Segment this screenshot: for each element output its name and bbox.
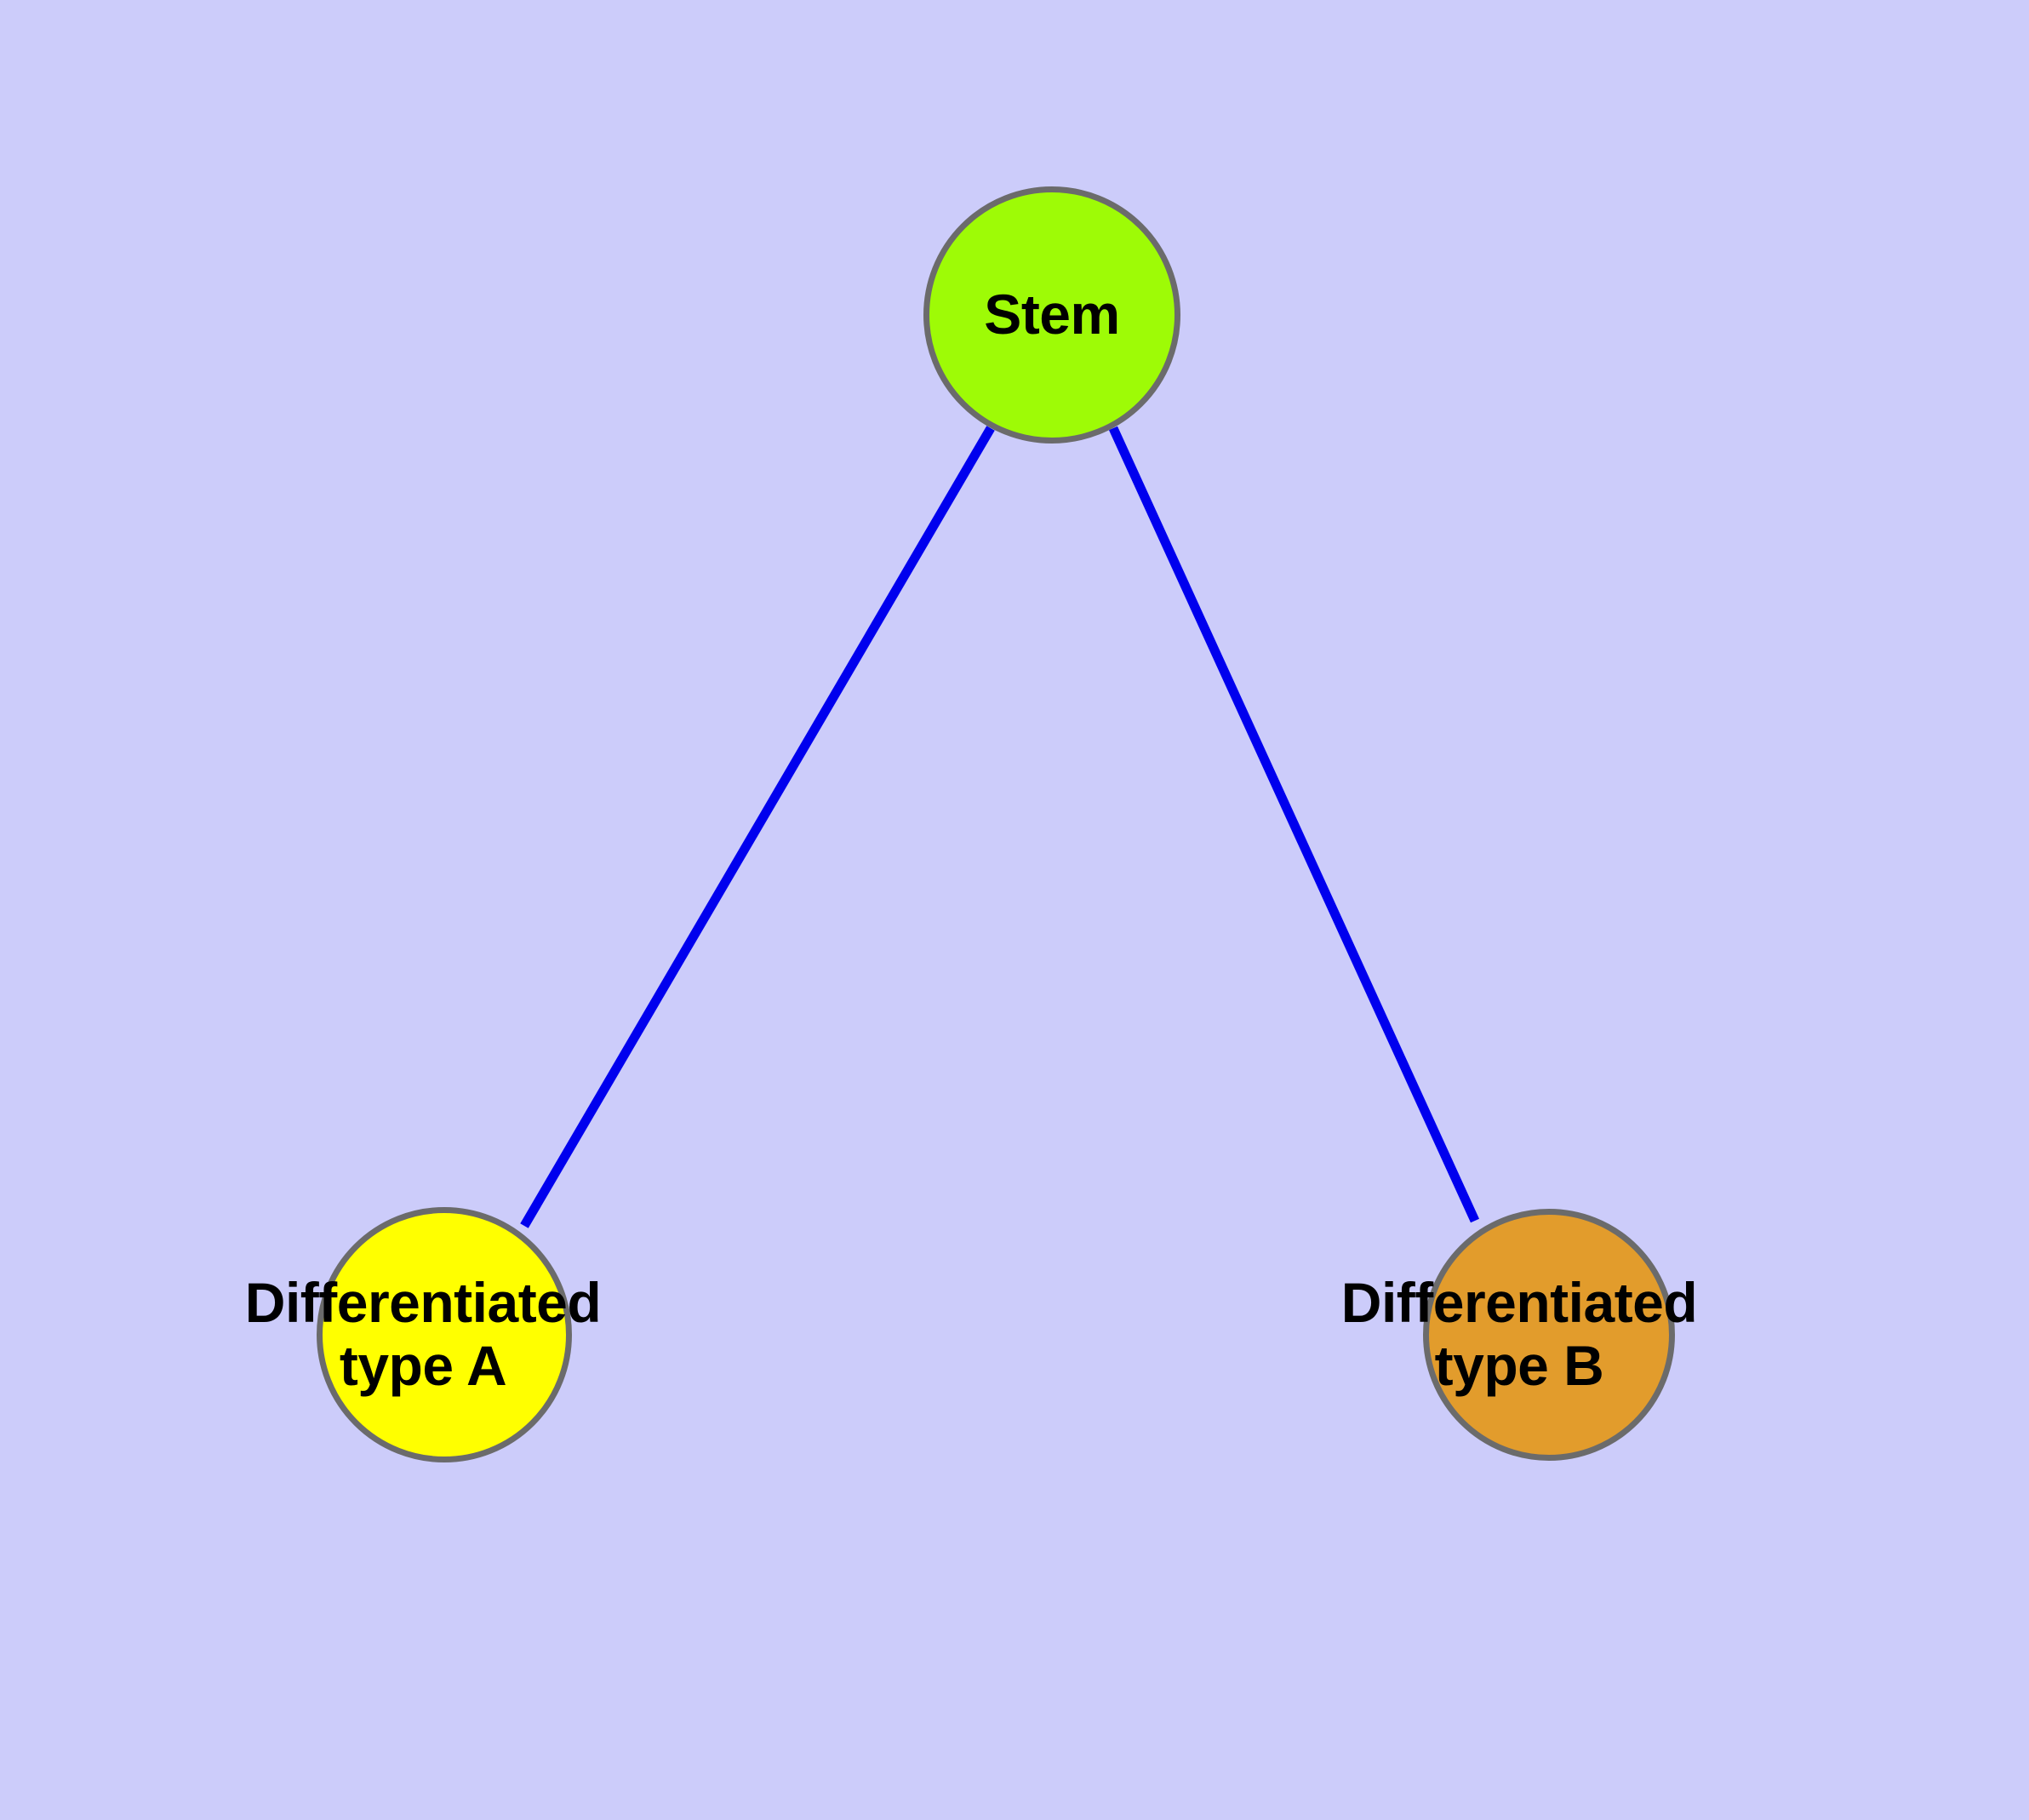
node-differentiated-type-b[interactable] xyxy=(1423,1209,1675,1461)
edge-stem-to-differentiated-type-b[interactable] xyxy=(1108,426,1480,1223)
node-differentiated-type-a[interactable] xyxy=(317,1207,572,1462)
node-stem[interactable] xyxy=(923,186,1180,444)
edge-stem-to-differentiated-type-a[interactable] xyxy=(520,426,995,1228)
